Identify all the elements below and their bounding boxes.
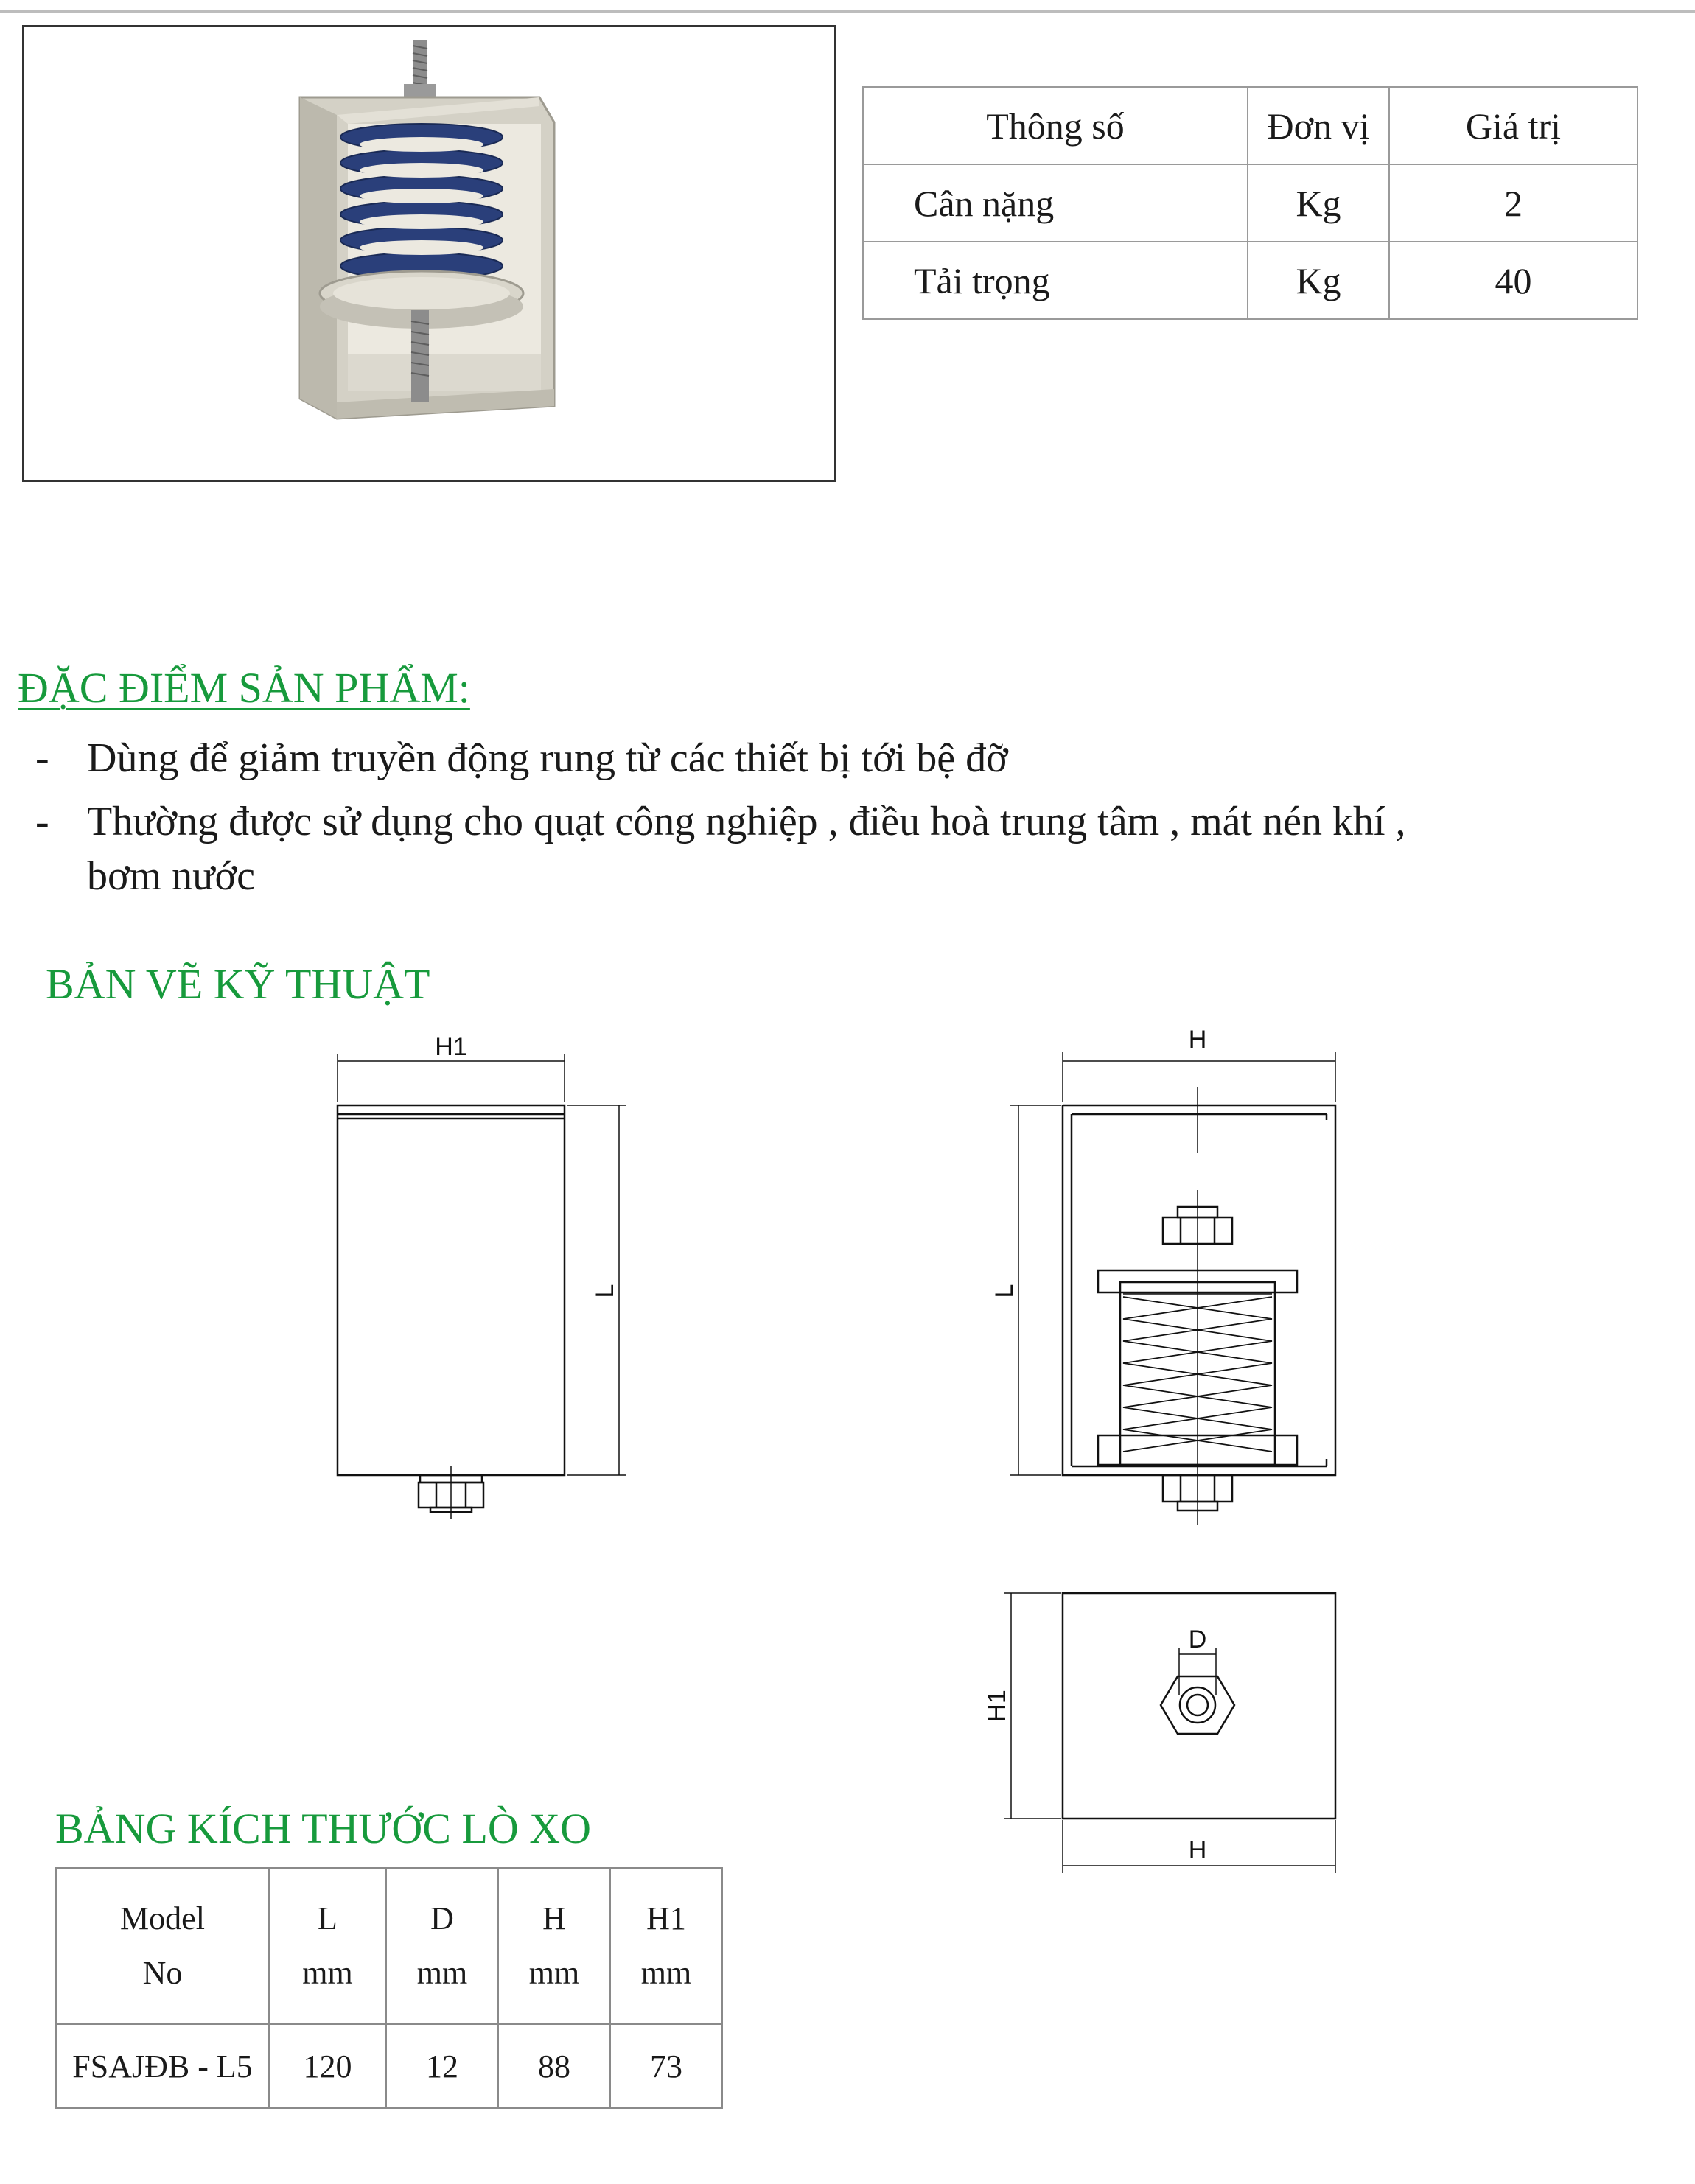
header-l-line1: L (318, 1900, 338, 1936)
table-row: Cân nặng Kg 2 (862, 164, 1638, 242)
feature-text: Thường được sử dụng cho quạt công nghiệp… (87, 799, 1406, 844)
spec-table-header: Thông số Đơn vị Giá trị (862, 86, 1638, 165)
spec-unit: Kg (1247, 164, 1390, 242)
header-h1-unit: mm (640, 1955, 692, 1991)
front-view-h-label: H (1189, 1026, 1207, 1054)
product-photo (22, 25, 836, 482)
header-h1: H1 mm (609, 1867, 723, 2025)
dimension-table-title: BẢNG KÍCH THƯỚC LÒ XO (55, 1805, 592, 1852)
side-view-l-label: L (591, 1284, 619, 1298)
feature-text: bơm nước (87, 853, 255, 899)
spec-value: 2 (1388, 164, 1638, 242)
header-l-unit: mm (302, 1955, 353, 1991)
header-model-line1: Model (120, 1900, 205, 1936)
bottom-view-d-label: D (1189, 1625, 1207, 1653)
spec-value: 40 (1388, 241, 1638, 320)
side-view-h1-label: H1 (435, 1033, 466, 1061)
header-h-unit: mm (528, 1955, 580, 1991)
side-view (336, 1054, 626, 1519)
bottom-view (1004, 1592, 1337, 1873)
cell-h: 88 (497, 2023, 611, 2109)
table-row: FSAJĐB - L5 120 12 88 73 (55, 2023, 723, 2109)
header-d-line1: D (430, 1900, 454, 1936)
top-rule (0, 10, 1695, 13)
cell-d: 12 (385, 2023, 499, 2109)
table-row: Tải trọng Kg 40 (862, 241, 1638, 320)
header-d-unit: mm (416, 1955, 468, 1991)
bottom-view-h1-label: H1 (983, 1690, 1011, 1721)
cell-model: FSAJĐB - L5 (55, 2023, 270, 2109)
header-h1-line1: H1 (646, 1900, 686, 1936)
bullet-dash: - (35, 799, 49, 844)
bullet-dash: - (35, 735, 49, 781)
spec-header-param: Thông số (862, 86, 1248, 165)
header-model-line2: No (142, 1955, 183, 1991)
header-h-line1: H (542, 1900, 566, 1936)
front-view (1010, 1052, 1337, 1525)
cell-l: 120 (268, 2023, 387, 2109)
bottom-view-h-label: H (1189, 1836, 1207, 1864)
spec-header-unit: Đơn vị (1247, 86, 1390, 165)
drawing-title: BẢN VẼ KỸ THUẬT (46, 960, 430, 1008)
cell-h1: 73 (609, 2023, 723, 2109)
spec-param: Tải trọng (862, 241, 1248, 320)
spec-header-value: Giá trị (1388, 86, 1638, 165)
features-title: ĐẶC ĐIỂM SẢN PHẨM: (18, 664, 470, 712)
front-view-l-label: L (990, 1284, 1018, 1298)
spec-param: Cân nặng (862, 164, 1248, 242)
spec-table: Thông số Đơn vị Giá trị Cân nặng Kg 2 Tả… (862, 86, 1638, 320)
spec-unit: Kg (1247, 241, 1390, 320)
feature-text: Dùng để giảm truyền động rung từ các thi… (87, 735, 1008, 781)
